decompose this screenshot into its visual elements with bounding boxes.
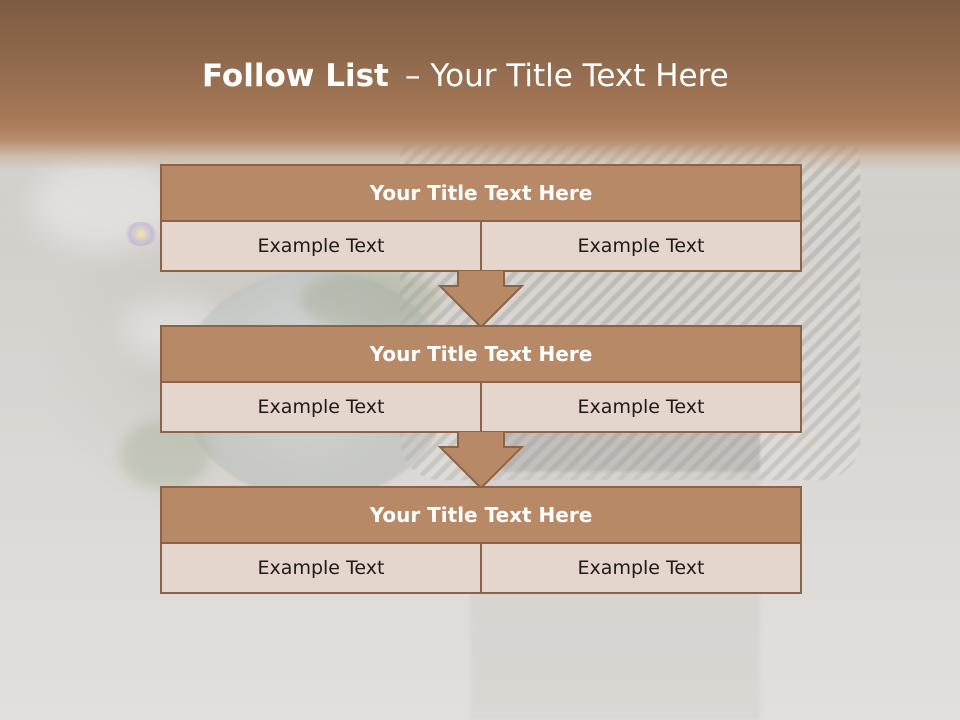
- block-cell-left[interactable]: Example Text: [257, 396, 385, 418]
- block-cell-right[interactable]: Example Text: [480, 222, 800, 270]
- flow-block: Your Title Text Here Example Text Exampl…: [160, 164, 802, 272]
- header-band: [0, 0, 960, 170]
- block-title[interactable]: Your Title Text Here: [160, 164, 802, 222]
- down-arrow-icon: [438, 270, 524, 328]
- block-row: Example Text Example Text: [160, 383, 802, 433]
- down-arrow-icon: [438, 431, 524, 489]
- block-cell-right[interactable]: Example Text: [480, 544, 800, 592]
- block-row: Example Text Example Text: [160, 222, 802, 272]
- flow-block: Your Title Text Here Example Text Exampl…: [160, 486, 802, 594]
- block-cell-left[interactable]: Example Text: [257, 235, 385, 257]
- block-row: Example Text Example Text: [160, 544, 802, 594]
- flow-block: Your Title Text Here Example Text Exampl…: [160, 325, 802, 433]
- slide-title-separator: –: [404, 58, 421, 94]
- slide-title[interactable]: Follow List–Your Title Text Here: [202, 56, 729, 96]
- block-cell-right[interactable]: Example Text: [480, 383, 800, 431]
- block-title[interactable]: Your Title Text Here: [160, 325, 802, 383]
- block-title[interactable]: Your Title Text Here: [160, 486, 802, 544]
- slide-title-bold: Follow List: [202, 58, 389, 94]
- block-cell-left[interactable]: Example Text: [257, 557, 385, 579]
- slide-title-rest: Your Title Text Here: [430, 58, 729, 94]
